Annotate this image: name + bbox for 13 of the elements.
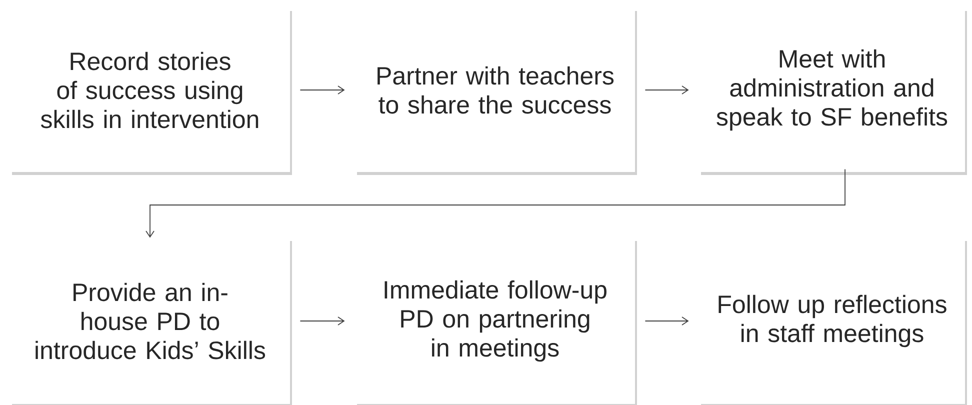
process-box: Partner with teachers to share the success xyxy=(355,8,637,175)
arrow xyxy=(300,316,345,326)
arrow xyxy=(644,316,689,326)
arrow xyxy=(300,86,345,94)
process-box: Immediate follow-up PD on partnering in meetings xyxy=(355,238,637,405)
node-label: Record stories of success using skills in intervention xyxy=(40,52,258,128)
process-box: Provide an in-house PD to introduce Kids’ Skills xyxy=(10,238,292,405)
node-label: Provide an in-house PD to introduce Kids’ Skills xyxy=(36,282,266,360)
arrow xyxy=(146,168,846,238)
arrow xyxy=(644,86,689,94)
process-box: Record stories of success using skills in intervention xyxy=(10,8,292,175)
process-box: Follow up reflections in staff meetings xyxy=(699,238,967,405)
process-box: Meet with administration and speak to SF benefits xyxy=(699,8,967,175)
